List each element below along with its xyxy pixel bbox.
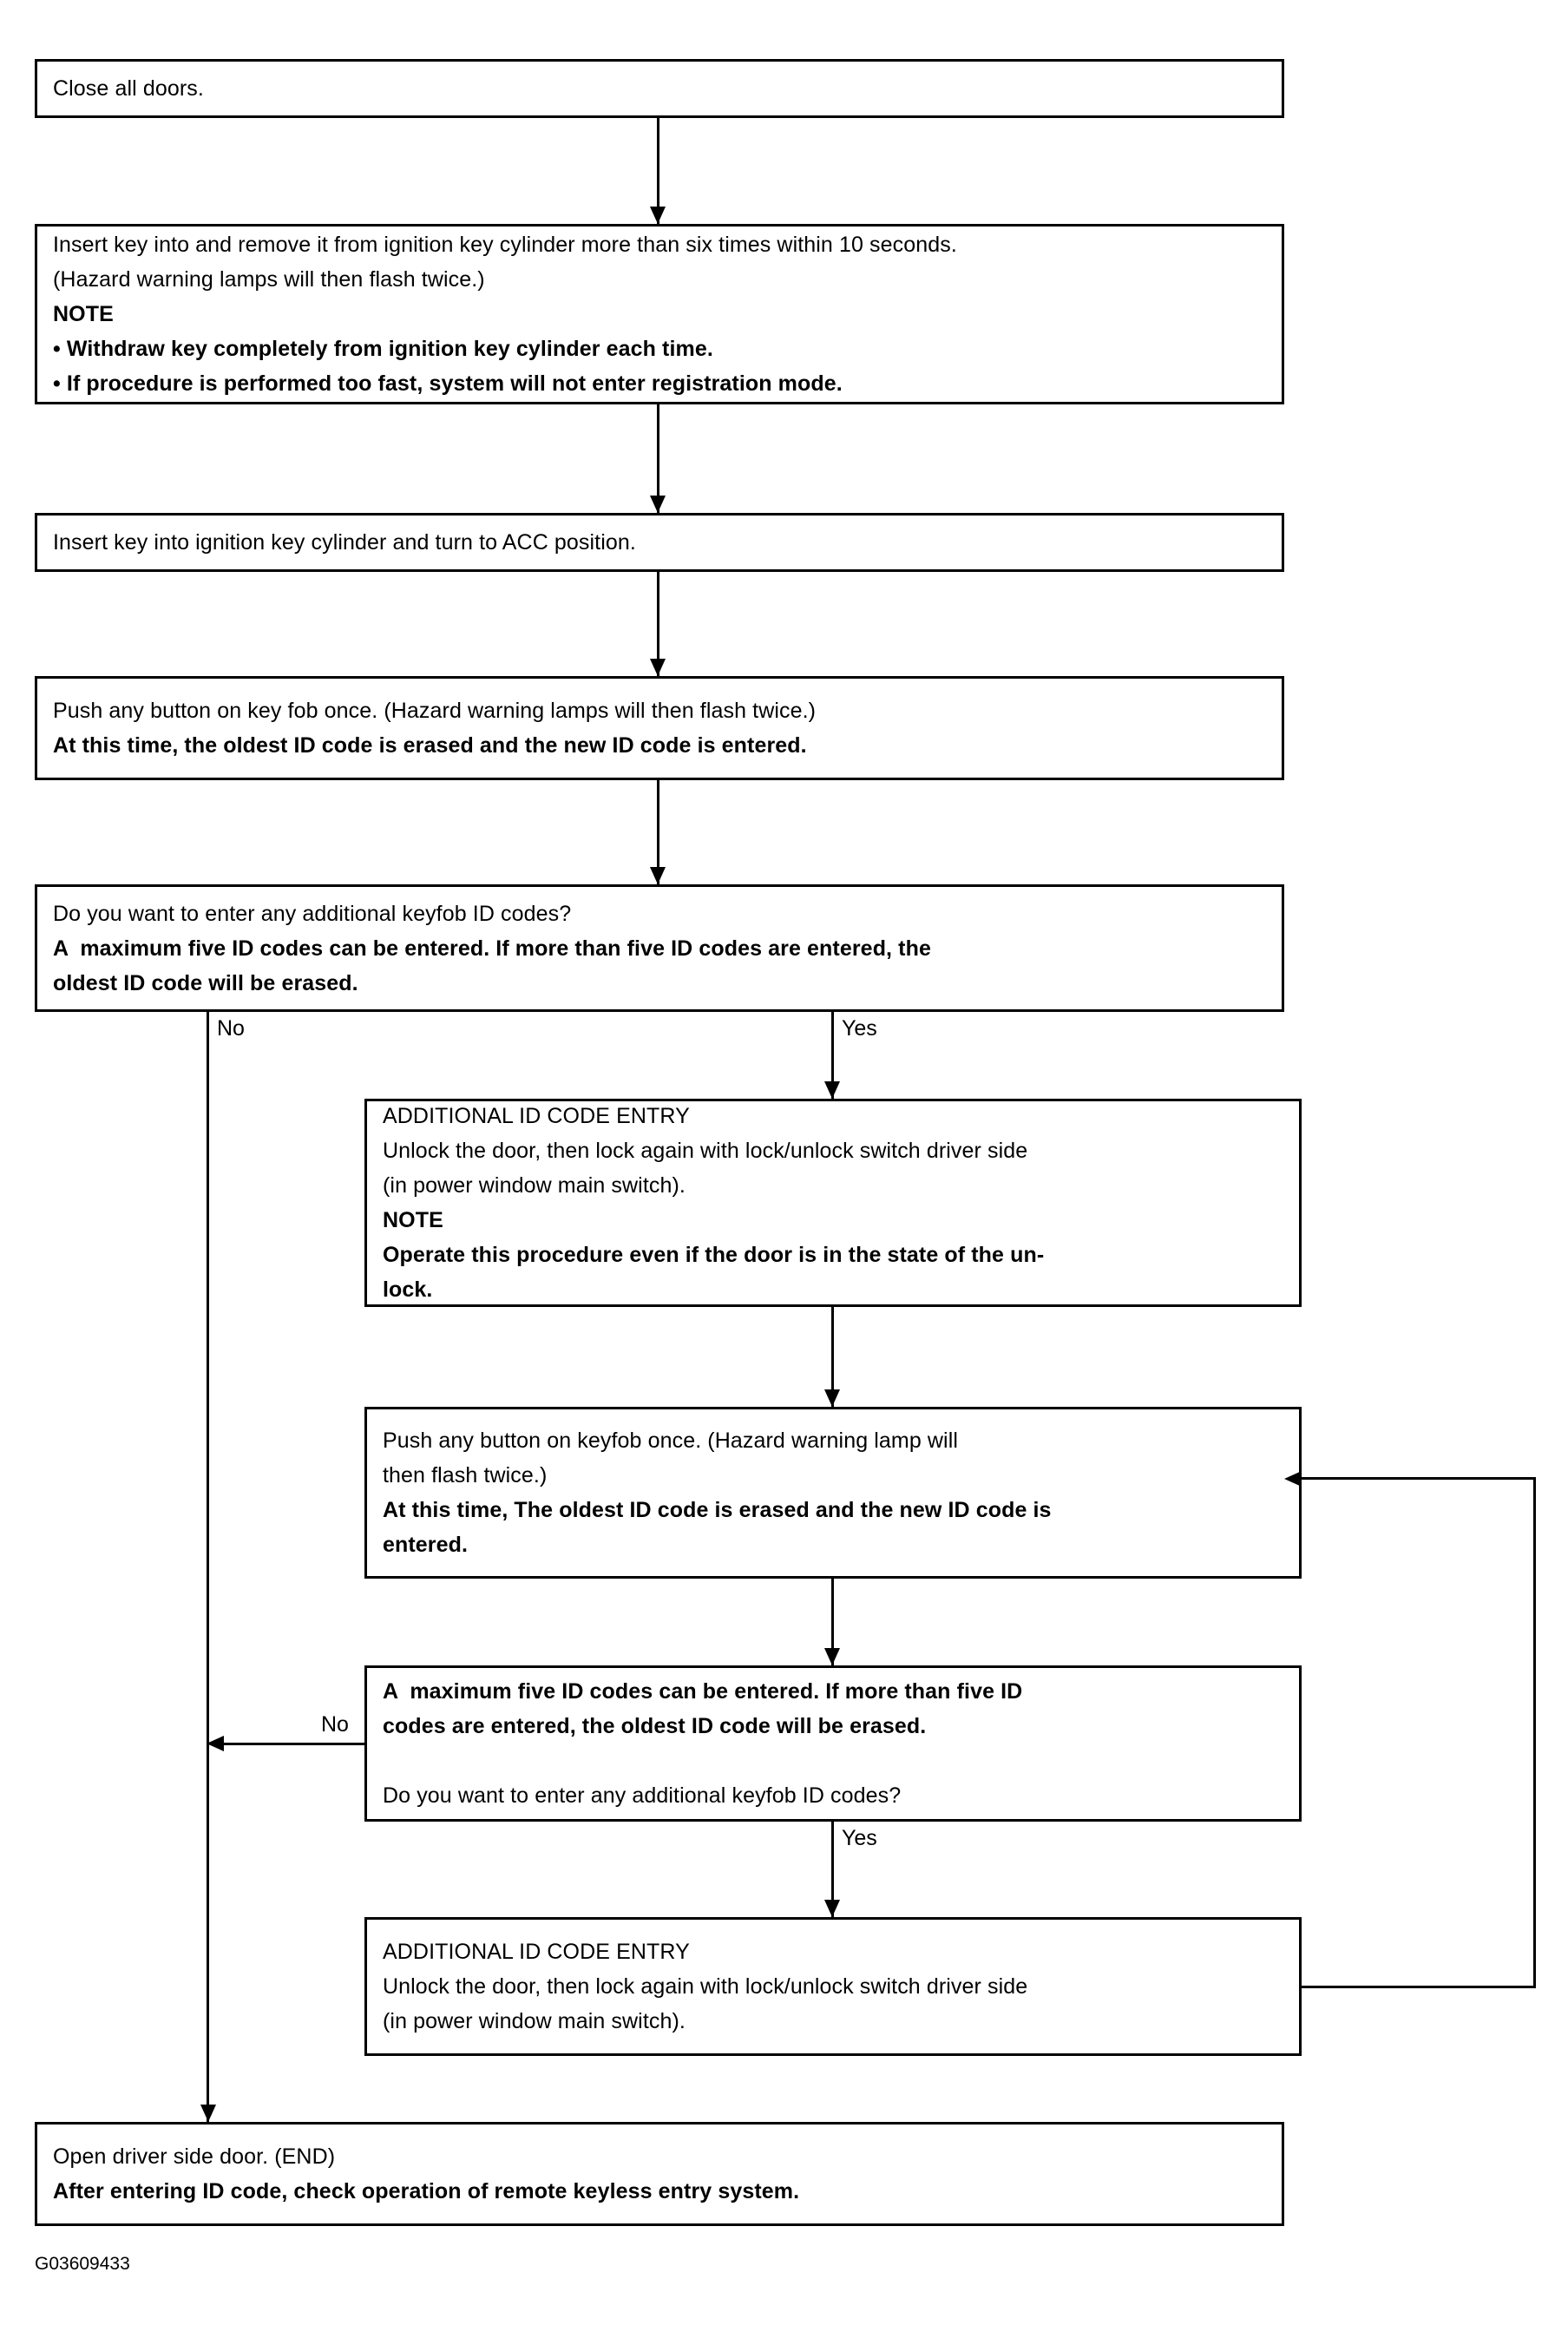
step-additional-id-entry-one: ADDITIONAL ID CODE ENTRY Unlock the door,… — [364, 1099, 1302, 1307]
figure-code: G03609433 — [35, 2254, 130, 2274]
connector-loop-bottom — [1302, 1986, 1536, 1988]
step-insert-remove-key-text-line-3: • Withdraw key completely from ignition … — [53, 337, 713, 361]
decision-additional-codes-two-text-line-3: Do you want to enter any additional keyf… — [383, 1783, 902, 1808]
branch-label-decision-one-yes: Yes — [842, 1016, 877, 1041]
step-close-all-doors-text: Close all doors. — [53, 71, 1266, 106]
decision-additional-codes-two-text: A maximum five ID codes can be entered. … — [383, 1674, 1283, 1813]
arrow-7-8-icon — [824, 1648, 840, 1665]
step-push-keyfob-second-text-line-3: entered. — [383, 1533, 469, 1557]
step-additional-id-entry-one-text-line-0: ADDITIONAL ID CODE ENTRY — [383, 1104, 690, 1128]
step-open-driver-door-end-text: Open driver side door. (END) After enteri… — [53, 2139, 1266, 2209]
step-additional-id-entry-one-text-line-3: NOTE — [383, 1208, 443, 1232]
connector-loop-top — [1302, 1477, 1536, 1480]
decision-additional-codes-one-text: Do you want to enter any additional keyf… — [53, 896, 1266, 1001]
connector-decision-two-no — [224, 1743, 366, 1745]
step-insert-remove-key-text-line-2: NOTE — [53, 302, 114, 326]
step-push-keyfob-first-text-line-0: Push any button on key fob once. (Hazard… — [53, 699, 817, 723]
decision-additional-codes-two: A maximum five ID codes can be entered. … — [364, 1665, 1302, 1822]
step-close-all-doors: Close all doors. — [35, 59, 1284, 118]
step-turn-to-acc-text: Insert key into ignition key cylinder an… — [53, 525, 1266, 560]
decision-additional-codes-two-text-line-0: A maximum five ID codes can be entered. … — [383, 1679, 1023, 1704]
arrow-decision-two-yes-icon — [824, 1900, 840, 1917]
connector-decision-one-no — [207, 1012, 209, 2122]
connector-2-3 — [657, 404, 659, 513]
decision-additional-codes-one-text-line-1: A maximum five ID codes can be entered. … — [53, 936, 931, 961]
step-additional-id-entry-two-text: ADDITIONAL ID CODE ENTRY Unlock the door,… — [383, 1934, 1283, 2039]
step-push-keyfob-second: Push any button on keyfob once. (Hazard … — [364, 1407, 1302, 1579]
step-additional-id-entry-one-text-line-5: lock. — [383, 1277, 433, 1302]
decision-additional-codes-one: Do you want to enter any additional keyf… — [35, 884, 1284, 1012]
step-insert-remove-key-text-line-4: • If procedure is performed too fast, sy… — [53, 371, 843, 396]
step-push-keyfob-second-text-line-0: Push any button on keyfob once. (Hazard … — [383, 1428, 958, 1453]
decision-additional-codes-two-text-line-2 — [383, 1744, 1283, 1778]
step-insert-remove-key-text: Insert key into and remove it from ignit… — [53, 227, 1266, 401]
step-push-keyfob-second-text-line-2: At this time, The oldest ID code is eras… — [383, 1498, 1052, 1522]
step-additional-id-entry-one-text-line-2: (in power window main switch). — [383, 1173, 686, 1198]
branch-label-decision-one-no: No — [217, 1016, 245, 1041]
step-open-driver-door-end-text-line-1: After entering ID code, check operation … — [53, 2179, 800, 2203]
branch-label-decision-two-yes: Yes — [842, 1826, 877, 1850]
arrow-decision-one-yes-icon — [824, 1081, 840, 1099]
connector-4-5 — [657, 780, 659, 884]
arrow-no-rail-to-end-icon — [200, 2105, 216, 2122]
decision-additional-codes-two-text-line-1: codes are entered, the oldest ID code wi… — [383, 1714, 927, 1738]
decision-additional-codes-one-text-line-2: oldest ID code will be erased. — [53, 970, 358, 995]
step-open-driver-door-end: Open driver side door. (END) After enteri… — [35, 2122, 1284, 2226]
step-additional-id-entry-one-text-line-4: Operate this procedure even if the door … — [383, 1243, 1045, 1267]
arrow-4-5-icon — [650, 867, 666, 884]
connector-7-8 — [831, 1579, 834, 1665]
step-additional-id-entry-two-text-line-2: (in power window main switch). — [383, 2009, 686, 2033]
step-turn-to-acc-text-line-0: Insert key into ignition key cylinder an… — [53, 530, 636, 555]
step-open-driver-door-end-text-line-0: Open driver side door. (END) — [53, 2144, 336, 2169]
arrow-6-7-icon — [824, 1389, 840, 1407]
step-push-keyfob-second-text-line-1: then flash twice.) — [383, 1463, 548, 1488]
decision-additional-codes-one-text-line-0: Do you want to enter any additional keyf… — [53, 901, 572, 926]
step-additional-id-entry-one-text: ADDITIONAL ID CODE ENTRY Unlock the door,… — [383, 1099, 1283, 1307]
step-push-keyfob-first: Push any button on key fob once. (Hazard… — [35, 676, 1284, 780]
step-insert-remove-key: Insert key into and remove it from ignit… — [35, 224, 1284, 404]
step-turn-to-acc: Insert key into ignition key cylinder an… — [35, 513, 1284, 572]
arrow-loop-into-keyfob-icon — [1284, 1471, 1302, 1487]
connector-3-4 — [657, 572, 659, 676]
step-insert-remove-key-text-line-0: Insert key into and remove it from ignit… — [53, 233, 957, 257]
step-push-keyfob-first-text-line-1: At this time, the oldest ID code is eras… — [53, 733, 807, 758]
step-push-keyfob-first-text: Push any button on key fob once. (Hazard… — [53, 693, 1266, 763]
step-push-keyfob-second-text: Push any button on keyfob once. (Hazard … — [383, 1423, 1283, 1562]
connector-loop-right — [1533, 1477, 1536, 1988]
connector-6-7 — [831, 1307, 834, 1407]
arrow-3-4-icon — [650, 659, 666, 676]
step-additional-id-entry-one-text-line-1: Unlock the door, then lock again with lo… — [383, 1139, 1028, 1163]
connector-1-2 — [657, 118, 659, 224]
connector-decision-two-yes — [831, 1822, 834, 1917]
branch-label-decision-two-no: No — [321, 1712, 349, 1737]
arrow-1-2-icon — [650, 207, 666, 224]
step-close-all-doors-text-line-0: Close all doors. — [53, 76, 204, 101]
connector-decision-one-yes — [831, 1012, 834, 1099]
step-additional-id-entry-two-text-line-1: Unlock the door, then lock again with lo… — [383, 1974, 1028, 1999]
step-insert-remove-key-text-line-1: (Hazard warning lamps will then flash tw… — [53, 267, 485, 292]
arrow-2-3-icon — [650, 496, 666, 513]
step-additional-id-entry-two: ADDITIONAL ID CODE ENTRY Unlock the door,… — [364, 1917, 1302, 2056]
step-additional-id-entry-two-text-line-0: ADDITIONAL ID CODE ENTRY — [383, 1940, 690, 1964]
arrow-decision-two-no-icon — [207, 1736, 224, 1751]
